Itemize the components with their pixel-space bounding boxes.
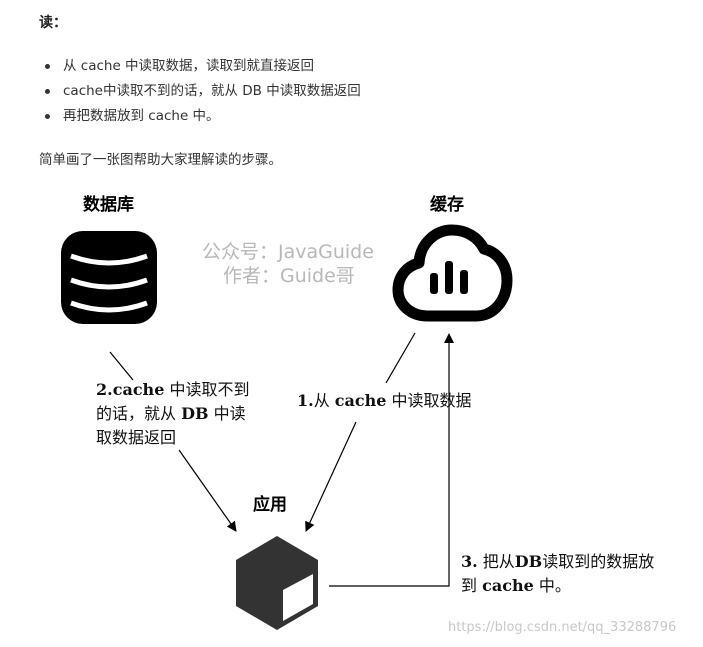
watermark-line2: 作者：Guide哥 xyxy=(223,265,355,287)
section-heading: 读： xyxy=(39,15,67,31)
cloud-icon xyxy=(392,224,513,322)
edge-label-step3: 3. 把从DB读取到的数据放 到 cache 中。 xyxy=(461,552,655,595)
edge-cache-to-app-top xyxy=(385,332,416,384)
edge-cache-to-app-tail xyxy=(305,421,357,532)
edge-db-to-app xyxy=(109,351,134,381)
caption-text: 简单画了一张图帮助大家理解读的步骤。 xyxy=(39,152,282,168)
cache-title: 缓存 xyxy=(430,195,464,215)
read-steps-list: 从 cache 中读取数据，读取到就直接返回 cache中读取不到的话，就从 D… xyxy=(42,54,361,129)
cube-icon xyxy=(236,536,318,630)
list-item: 再把数据放到 cache 中。 xyxy=(42,104,361,129)
list-item: cache中读取不到的话，就从 DB 中读取数据返回 xyxy=(42,79,361,104)
footer-watermark: https://blog.csdn.net/qq_33288796 xyxy=(448,620,677,635)
edge-db-to-app-tail xyxy=(178,449,237,532)
watermark-line1: 公众号：JavaGuide xyxy=(202,241,374,263)
edge-label-step2: 2.cache 中读取不到 的话，就从 DB 中读 取数据返回 xyxy=(96,380,250,447)
list-item: 从 cache 中读取数据，读取到就直接返回 xyxy=(42,54,361,79)
database-icon xyxy=(61,231,157,324)
app-title: 应用 xyxy=(253,495,287,515)
edge-label-step1: 1.从 cache 中读取数据 xyxy=(297,391,472,410)
database-title: 数据库 xyxy=(83,195,134,215)
edge-app-to-cache xyxy=(329,333,454,587)
